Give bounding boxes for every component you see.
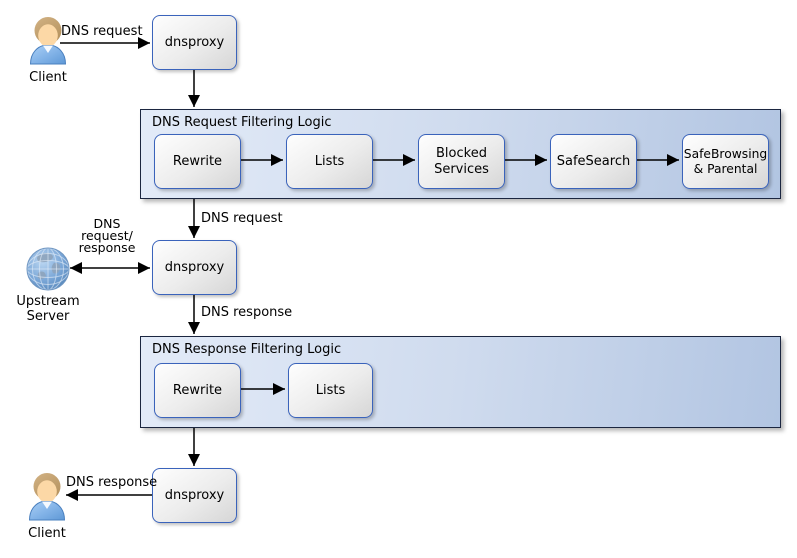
node-label: dnsproxy [164,487,225,503]
node-lists-response: Lists [288,363,373,418]
node-dnsproxy-top: dnsproxy [152,15,237,70]
upstream-server-label: Upstream Server [16,294,80,325]
node-label: Rewrite [172,153,223,169]
node-safesearch: SafeSearch [550,134,637,189]
edge-label-dns-response-mid: DNS response [201,305,293,320]
group-title: DNS Request Filtering Logic [152,115,332,130]
edge-label-dns-request-response: DNS request/ response [78,216,136,255]
node-label: dnsproxy [164,34,225,50]
node-label: Rewrite [172,382,223,398]
edge-label-dns-response-bottom: DNS response [66,475,158,490]
edge-label-dns-request-mid: DNS request [201,211,283,226]
upstream-server-globe-icon [26,247,70,291]
node-rewrite-request: Rewrite [154,134,241,189]
node-label: SafeSearch [556,153,631,169]
node-label: Lists [314,153,345,169]
node-dnsproxy-mid: dnsproxy [152,240,237,295]
node-label: SafeBrowsing & Parental [683,146,768,176]
node-label: Blocked Services [434,145,489,177]
client-bottom-label: Client [28,526,66,541]
node-label: dnsproxy [164,259,225,275]
node-blocked-services: Blocked Services [418,134,505,189]
client-top-person-icon [27,15,69,65]
node-rewrite-response: Rewrite [154,363,241,418]
node-label: Lists [315,382,346,398]
client-bottom-person-icon [26,471,68,521]
group-dns-response-filtering: DNS Response Filtering Logic Rewrite Lis… [140,336,781,428]
client-top-label: Client [29,70,67,85]
node-safebrowsing-parental: SafeBrowsing & Parental [682,134,769,189]
group-dns-request-filtering: DNS Request Filtering Logic Rewrite List… [140,109,781,199]
node-dnsproxy-bottom: dnsproxy [152,468,237,523]
edge-label-dns-request-top: DNS request [61,24,143,39]
group-title: DNS Response Filtering Logic [152,342,342,357]
node-lists-request: Lists [286,134,373,189]
